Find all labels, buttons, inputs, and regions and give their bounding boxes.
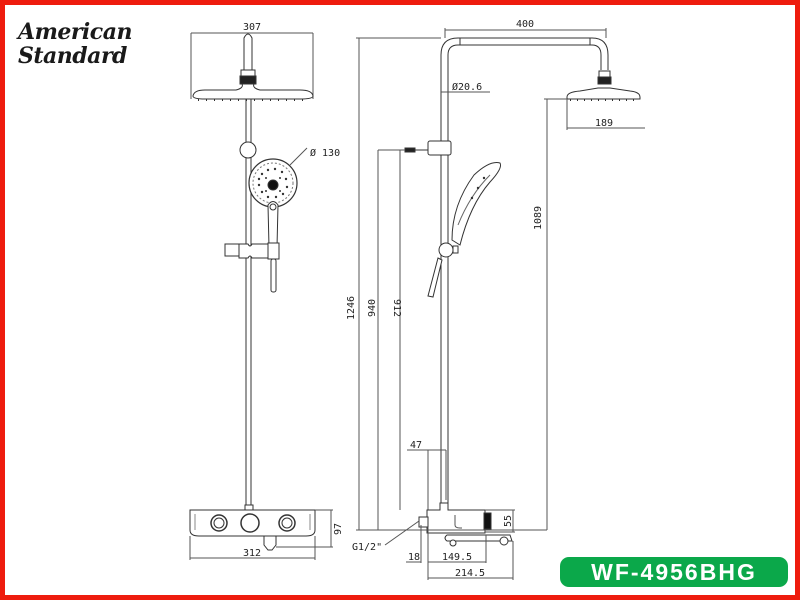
american-standard-logo: American Standard [18, 20, 132, 68]
model-code-badge: WF-4956BHG [560, 557, 788, 587]
brand-line-2: Standard [18, 43, 127, 69]
dim-inlet-depth: 18 [408, 552, 420, 563]
dim-body-depth: 149.5 [442, 552, 472, 563]
dim-spout-depth: 214.5 [455, 568, 485, 579]
dim-mixer-height: 97 [333, 523, 344, 535]
side-view [356, 28, 645, 580]
dim-holder-height: 940 [367, 299, 378, 317]
brand-line-1: American [18, 19, 132, 45]
dim-overhead-width: 307 [243, 22, 261, 33]
dim-pipe-diameter: Ø20.6 [452, 81, 482, 93]
front-view [189, 32, 333, 560]
dim-total-height: 1246 [346, 296, 357, 320]
dim-mixer-width: 312 [243, 548, 261, 559]
dim-pipe-offset: 47 [410, 440, 422, 451]
dim-hose-height: 912 [391, 299, 402, 317]
dim-arm-reach: 400 [516, 19, 534, 30]
dim-mixer-body-height: 55 [503, 515, 514, 527]
dim-inlet-thread: G1/2" [352, 542, 382, 553]
dim-overhead-depth: 189 [595, 118, 613, 129]
dim-overhead-height: 1089 [533, 206, 544, 230]
dim-hand-shower-diameter: Ø 130 [310, 147, 340, 159]
